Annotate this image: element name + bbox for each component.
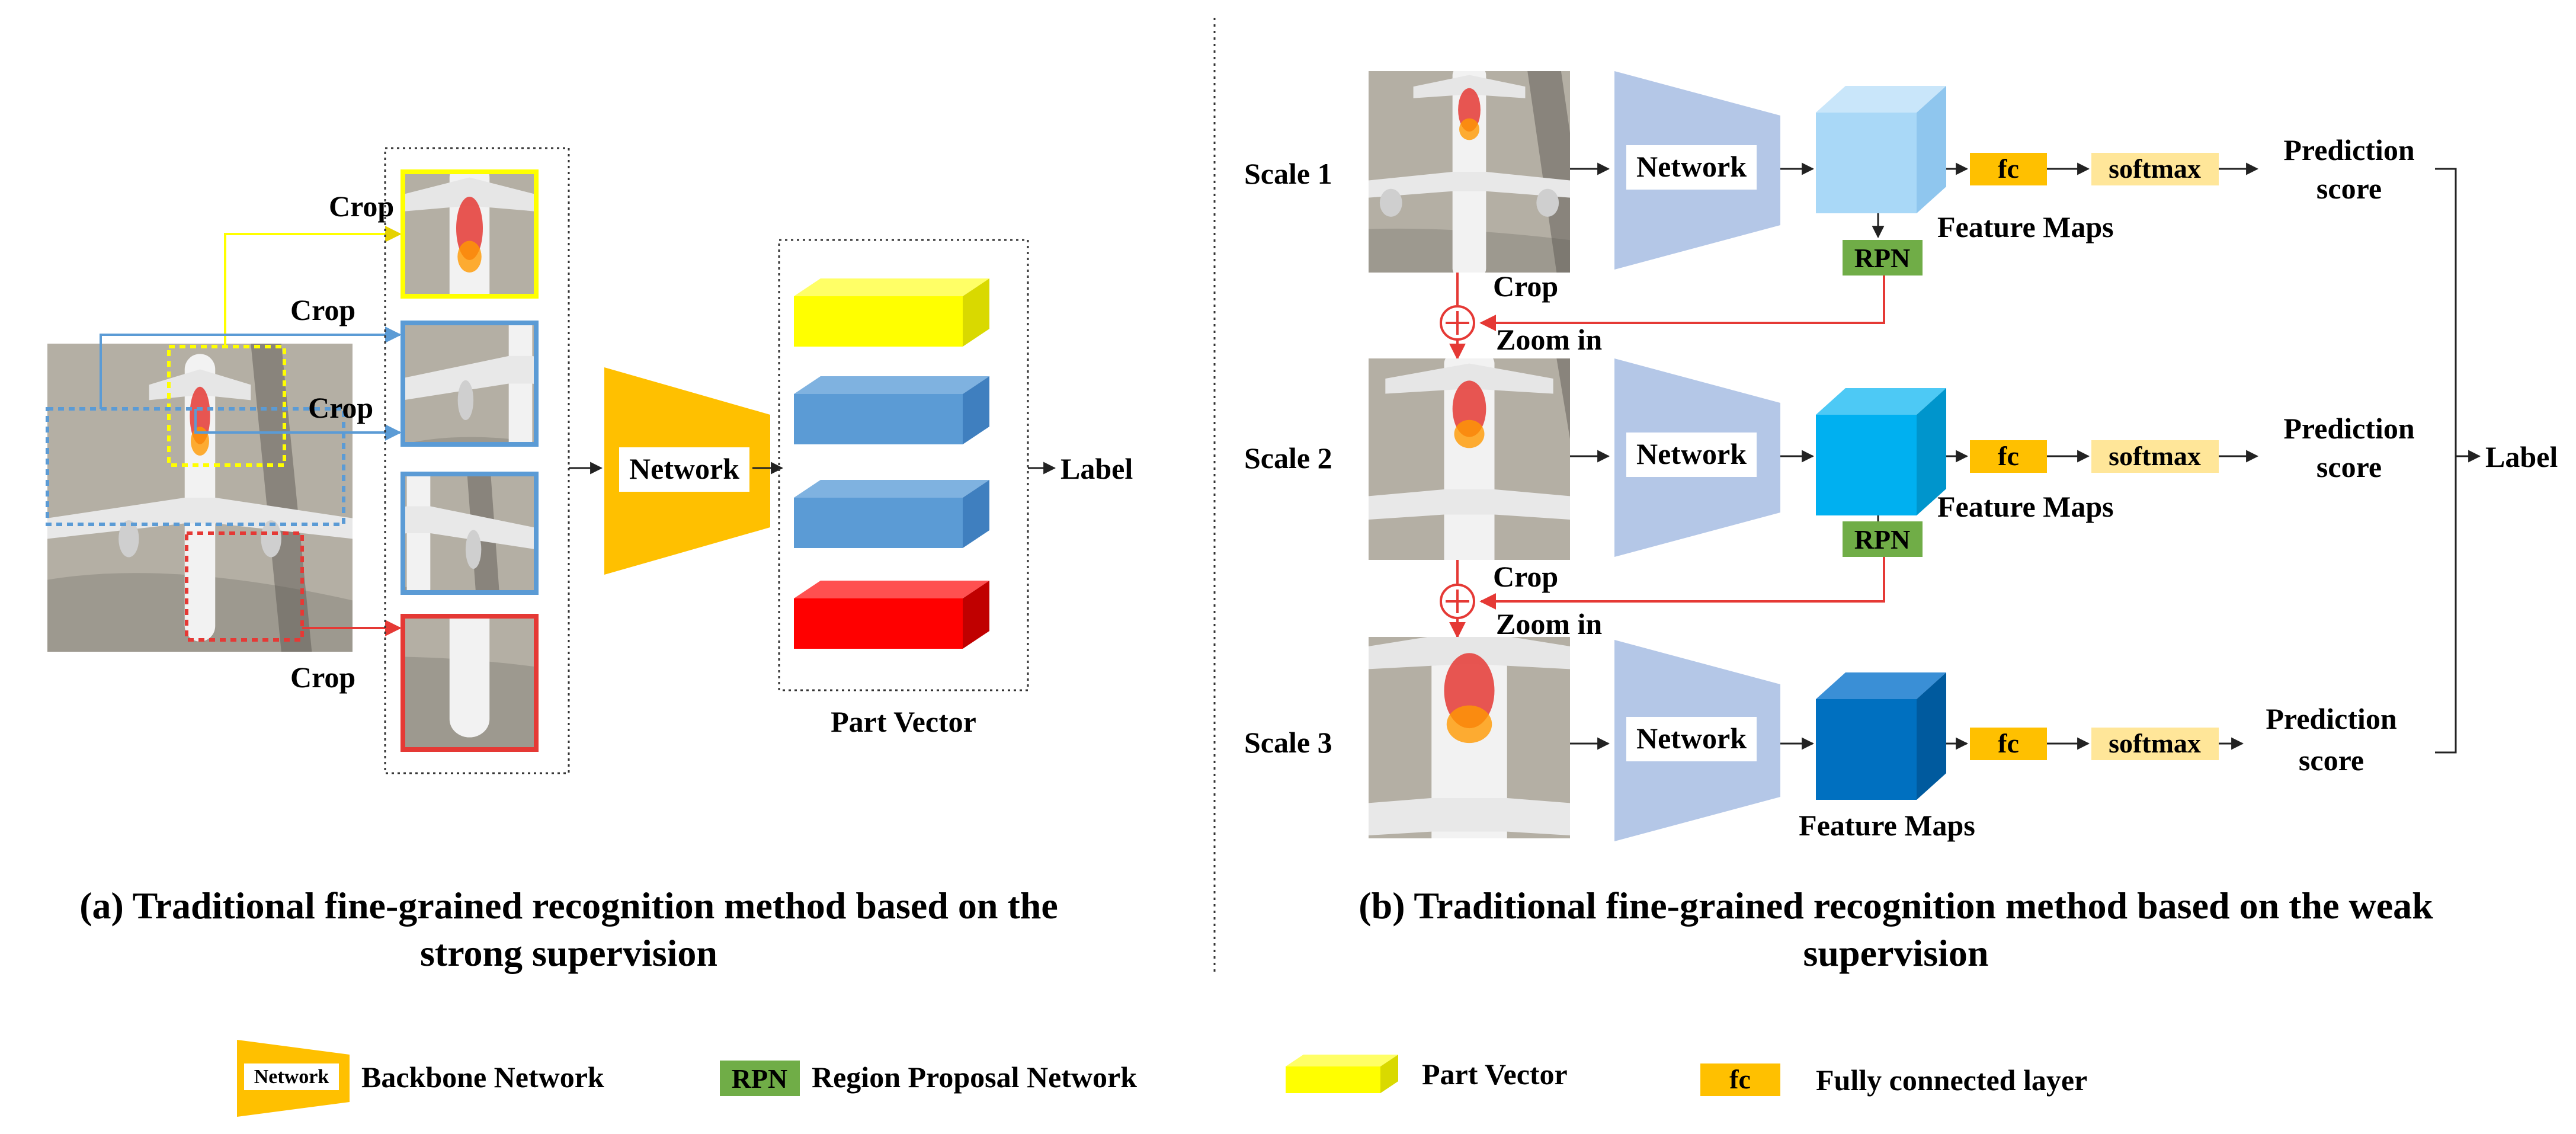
scale-label-2: Scale 2 <box>1244 441 1332 475</box>
part-vector-label: Part Vector <box>831 705 976 738</box>
scale-label-1: Scale 1 <box>1244 157 1332 190</box>
part-vector-blue-1 <box>794 376 989 444</box>
blue-part-box <box>46 407 345 526</box>
fc-label-3: fc <box>1998 728 2019 758</box>
rpn-box-1 <box>1843 240 1923 276</box>
feature-maps-label-3: Feature Maps <box>1799 809 1975 842</box>
softmax-box-3 <box>2091 728 2219 760</box>
network-label-3: Network <box>1636 722 1747 755</box>
zoom-label-r1: Zoom in <box>1496 323 1602 356</box>
legend-fc-icon-label: fc <box>1729 1064 1751 1094</box>
fc-box-1 <box>1970 153 2047 185</box>
red-part-box <box>185 531 304 642</box>
prediction-label-2b: score <box>2317 450 2382 483</box>
prediction-label-1a: Prediction <box>2283 133 2414 166</box>
fc-box-2 <box>1970 440 2047 473</box>
yellow-part-box <box>167 345 286 467</box>
crop-arrow-yellow <box>224 226 402 347</box>
softmax-label-2: softmax <box>2109 441 2201 471</box>
crop-label-r2: Crop <box>1493 560 1558 593</box>
feature-maps-cube-3 <box>1816 672 1946 800</box>
softmax-label-1: softmax <box>2109 153 2201 184</box>
legend-fc-icon <box>1700 1063 1780 1096</box>
caption-a-line2: strong supervision <box>420 932 717 974</box>
crop-patch-blue-2 <box>401 472 539 595</box>
prediction-label-1b: score <box>2317 172 2382 205</box>
rpn-label-2: RPN <box>1854 524 1911 555</box>
rpn-label-1: RPN <box>1854 243 1911 273</box>
scale-1-image <box>1369 71 1570 273</box>
crop-label-1: Crop <box>329 190 394 223</box>
crop-arrow-blue-1 <box>100 326 402 409</box>
scale-row-1: Scale 1 Network Feature Maps fc softmax … <box>1244 71 2415 273</box>
prediction-label-2a: Prediction <box>2283 412 2414 445</box>
source-airplane-image <box>46 344 353 652</box>
legend-fc-text: Fully connected layer <box>1816 1063 2087 1097</box>
network-label-bg <box>619 447 749 492</box>
softmax-box-1 <box>2091 153 2219 185</box>
fc-box-3 <box>1970 728 2047 760</box>
crop-group-frame <box>384 147 570 774</box>
legend-rpn-icon-label: RPN <box>732 1063 788 1094</box>
part-vector-blue-2 <box>794 480 989 548</box>
crop-label-3: Crop <box>308 391 373 424</box>
feature-maps-cube-2 <box>1816 388 1946 515</box>
legend-fc: fc Fully connected layer <box>1700 1063 2087 1097</box>
scale-row-3: Scale 3 Network Feature Maps fc softmax … <box>1244 637 2397 842</box>
caption-b-line1: (b) Traditional fine-grained recognition… <box>1359 885 2433 927</box>
rpn-feedback-arrow-2 <box>1479 557 1885 610</box>
legend-rpn: RPN Region Proposal Network <box>720 1061 1137 1096</box>
scale-row-2: Scale 2 Network Feature Maps fc softmax … <box>1244 358 2415 560</box>
prediction-label-3b: score <box>2299 744 2364 777</box>
scale-label-3: Scale 3 <box>1244 726 1332 759</box>
network-label: Network <box>629 452 739 485</box>
softmax-label-3: softmax <box>2109 728 2201 758</box>
feature-maps-label-1: Feature Maps <box>1937 210 2114 244</box>
crop-label-2: Crop <box>290 293 355 326</box>
crop-patch-blue-1 <box>401 321 539 447</box>
legend-network-icon-label: Network <box>254 1066 329 1088</box>
crop-label-4: Crop <box>290 661 355 694</box>
legend-network-text: Backbone Network <box>361 1061 604 1094</box>
caption-b-line2: supervision <box>1803 932 1989 974</box>
softmax-box-2 <box>2091 440 2219 473</box>
fc-label-2: fc <box>1998 441 2019 471</box>
feature-maps-cube-1 <box>1816 86 1946 213</box>
legend-part-vector: Part Vector <box>1286 1055 1568 1093</box>
feature-maps-label-2: Feature Maps <box>1937 490 2114 523</box>
crop-patch-yellow <box>401 169 539 299</box>
legend-part-vector-text: Part Vector <box>1422 1058 1568 1091</box>
part-vector-yellow <box>794 278 989 347</box>
network-label-1: Network <box>1636 150 1747 183</box>
rpn-feedback-arrow-1 <box>1479 276 1885 331</box>
network-label-2: Network <box>1636 437 1747 470</box>
legend-rpn-icon <box>720 1061 800 1096</box>
zoom-label-r2: Zoom in <box>1496 607 1602 640</box>
panel-weak-supervision: Scale 1 Network Feature Maps fc softmax … <box>1244 71 2558 974</box>
crop-label-r1: Crop <box>1493 270 1558 303</box>
legend: Network Backbone Network RPN Region Prop… <box>237 1040 2087 1117</box>
caption-a-line1: (a) Traditional fine-grained recognition… <box>79 885 1058 927</box>
label-bracket <box>2435 168 2457 754</box>
crop-arrow-blue-2 <box>194 409 402 441</box>
right-label-text: Label <box>2485 440 2558 473</box>
part-vector-red <box>794 581 989 649</box>
panel-strong-supervision: Crop Crop Crop Crop Network <box>46 147 1133 974</box>
left-label-text: Label <box>1060 452 1133 485</box>
prediction-label-3a: Prediction <box>2266 702 2396 735</box>
crop-patch-red <box>401 614 539 752</box>
fc-label-1: fc <box>1998 153 2019 184</box>
legend-part-vector-icon <box>1286 1066 1380 1093</box>
part-vector-frame <box>778 239 1029 691</box>
legend-network: Network Backbone Network <box>237 1040 604 1117</box>
rpn-box-2 <box>1843 521 1923 557</box>
legend-rpn-text: Region Proposal Network <box>812 1061 1137 1094</box>
